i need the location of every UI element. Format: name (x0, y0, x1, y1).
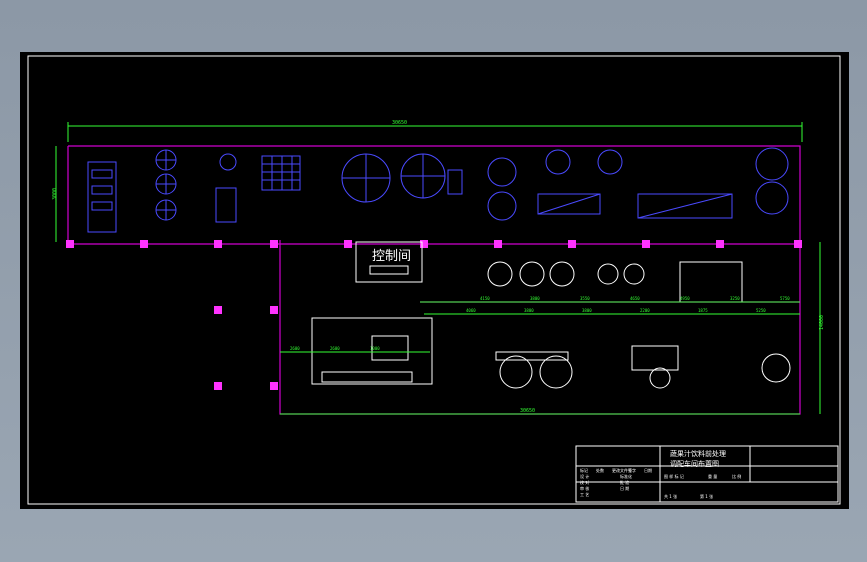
dim-top-length: 30650 (392, 120, 407, 126)
column (270, 240, 278, 248)
dim-bottom-length: 30650 (520, 408, 535, 414)
row-dim-label-b: 2200 (640, 308, 650, 313)
column (270, 306, 278, 314)
title-line2: 调配车间布置图 (670, 459, 719, 468)
column (568, 240, 576, 248)
column (420, 240, 428, 248)
row-dim-label-b: 3800 (524, 308, 534, 313)
row-dim-label: 3250 (730, 296, 740, 301)
column (214, 306, 222, 314)
control-room: 控制间 (355, 241, 423, 283)
sheet-total: 共 1 张 (664, 493, 677, 499)
top-dimension: 30650 (67, 120, 803, 142)
column (140, 240, 148, 248)
tb-role-label-b: 批 准 (620, 479, 629, 485)
small-dim-label: 2600 (330, 346, 340, 351)
equipment-zone-b (341, 147, 789, 221)
equipment-zone-c (311, 261, 791, 389)
tb-row-label: 签字 (628, 467, 636, 473)
row-dim-label-b: 4060 (466, 308, 476, 313)
tb-role-label: 校 对 (580, 479, 589, 485)
structural-columns (66, 240, 802, 390)
layout-drawing: 30650 3000 (27, 55, 841, 505)
small-dim-label: 1000 (370, 346, 380, 351)
small-dim-label: 2600 (290, 346, 300, 351)
row-dim-label-b: 5250 (756, 308, 766, 313)
column (716, 240, 724, 248)
row-dim-label: 3800 (530, 296, 540, 301)
tb-row-label: 标记 (580, 467, 588, 473)
tb-row-label: 日期 (644, 467, 652, 473)
building-walls (67, 145, 801, 415)
column (642, 240, 650, 248)
tb-role-label-b: 标准化 (620, 473, 632, 479)
cad-drawing-viewport[interactable]: 30650 3000 (20, 52, 849, 509)
drawing-frame (27, 55, 841, 505)
column (270, 382, 278, 390)
row-dim-label-b: 1875 (698, 308, 708, 313)
column (66, 240, 74, 248)
row-dim-label: 4650 (630, 296, 640, 301)
title-block: 蔬果汁饮料前处理 调配车间布置图 图 样 标 记 重 量 比 例 共 1 张 第… (575, 445, 839, 503)
dim-left-height: 3000 (52, 188, 58, 200)
dim-right-height: 14000 (819, 315, 825, 330)
weight-label: 重 量 (708, 473, 717, 479)
row-dim-label: 4150 (480, 296, 490, 301)
scale-label: 图 样 标 记 (664, 473, 684, 479)
row-dim-label: 5750 (780, 296, 790, 301)
column (214, 240, 222, 248)
equipment-zone-a (87, 149, 301, 233)
tb-role-label: 设 计 (580, 473, 589, 479)
sheet-number: 第 1 张 (700, 493, 713, 499)
control-room-label: 控制间 (372, 249, 411, 264)
column (794, 240, 802, 248)
ratio-label: 比 例 (732, 473, 741, 479)
title-line1: 蔬果汁饮料前处理 (670, 449, 726, 458)
tb-row-label: 更改文件号 (612, 467, 632, 473)
row-dim-label-b: 3800 (582, 308, 592, 313)
tb-role-label: 工 艺 (580, 492, 589, 497)
left-dimension: 3000 (52, 146, 58, 242)
row-dim-label: 3550 (580, 296, 590, 301)
row-dim-label: 4950 (680, 296, 690, 301)
tb-role-label: 审 核 (580, 485, 589, 491)
column (344, 240, 352, 248)
column (214, 382, 222, 390)
column (494, 240, 502, 248)
tb-row-label: 处数 (596, 467, 604, 473)
row-dimensions: 14000 30650 4150 3800 3550 4650 4950 3250 5750… (280, 242, 825, 415)
tb-role-label-b: 日 期 (620, 485, 629, 491)
